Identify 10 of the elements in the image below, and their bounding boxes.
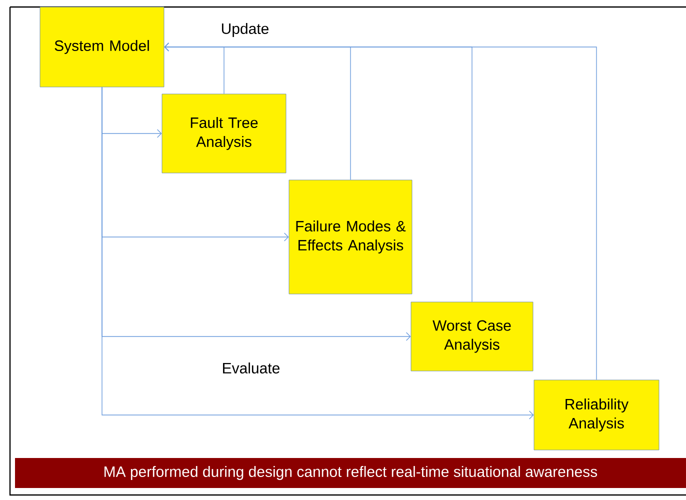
process-box: System Model bbox=[40, 6, 164, 88]
process-box: Failure Modes & Effects Analysis bbox=[288, 180, 412, 294]
banner: MA performed during design cannot reflect real-time situational awareness bbox=[15, 458, 686, 488]
process-box: Fault Tree Analysis bbox=[162, 94, 286, 174]
flow-label: Update bbox=[222, 23, 268, 37]
process-box: Reliability Analysis bbox=[534, 380, 660, 450]
arrow bbox=[164, 42, 597, 380]
arrow bbox=[102, 86, 534, 420]
process-box: Worst Case Analysis bbox=[410, 302, 534, 372]
flow-label: Evaluate bbox=[223, 362, 280, 374]
